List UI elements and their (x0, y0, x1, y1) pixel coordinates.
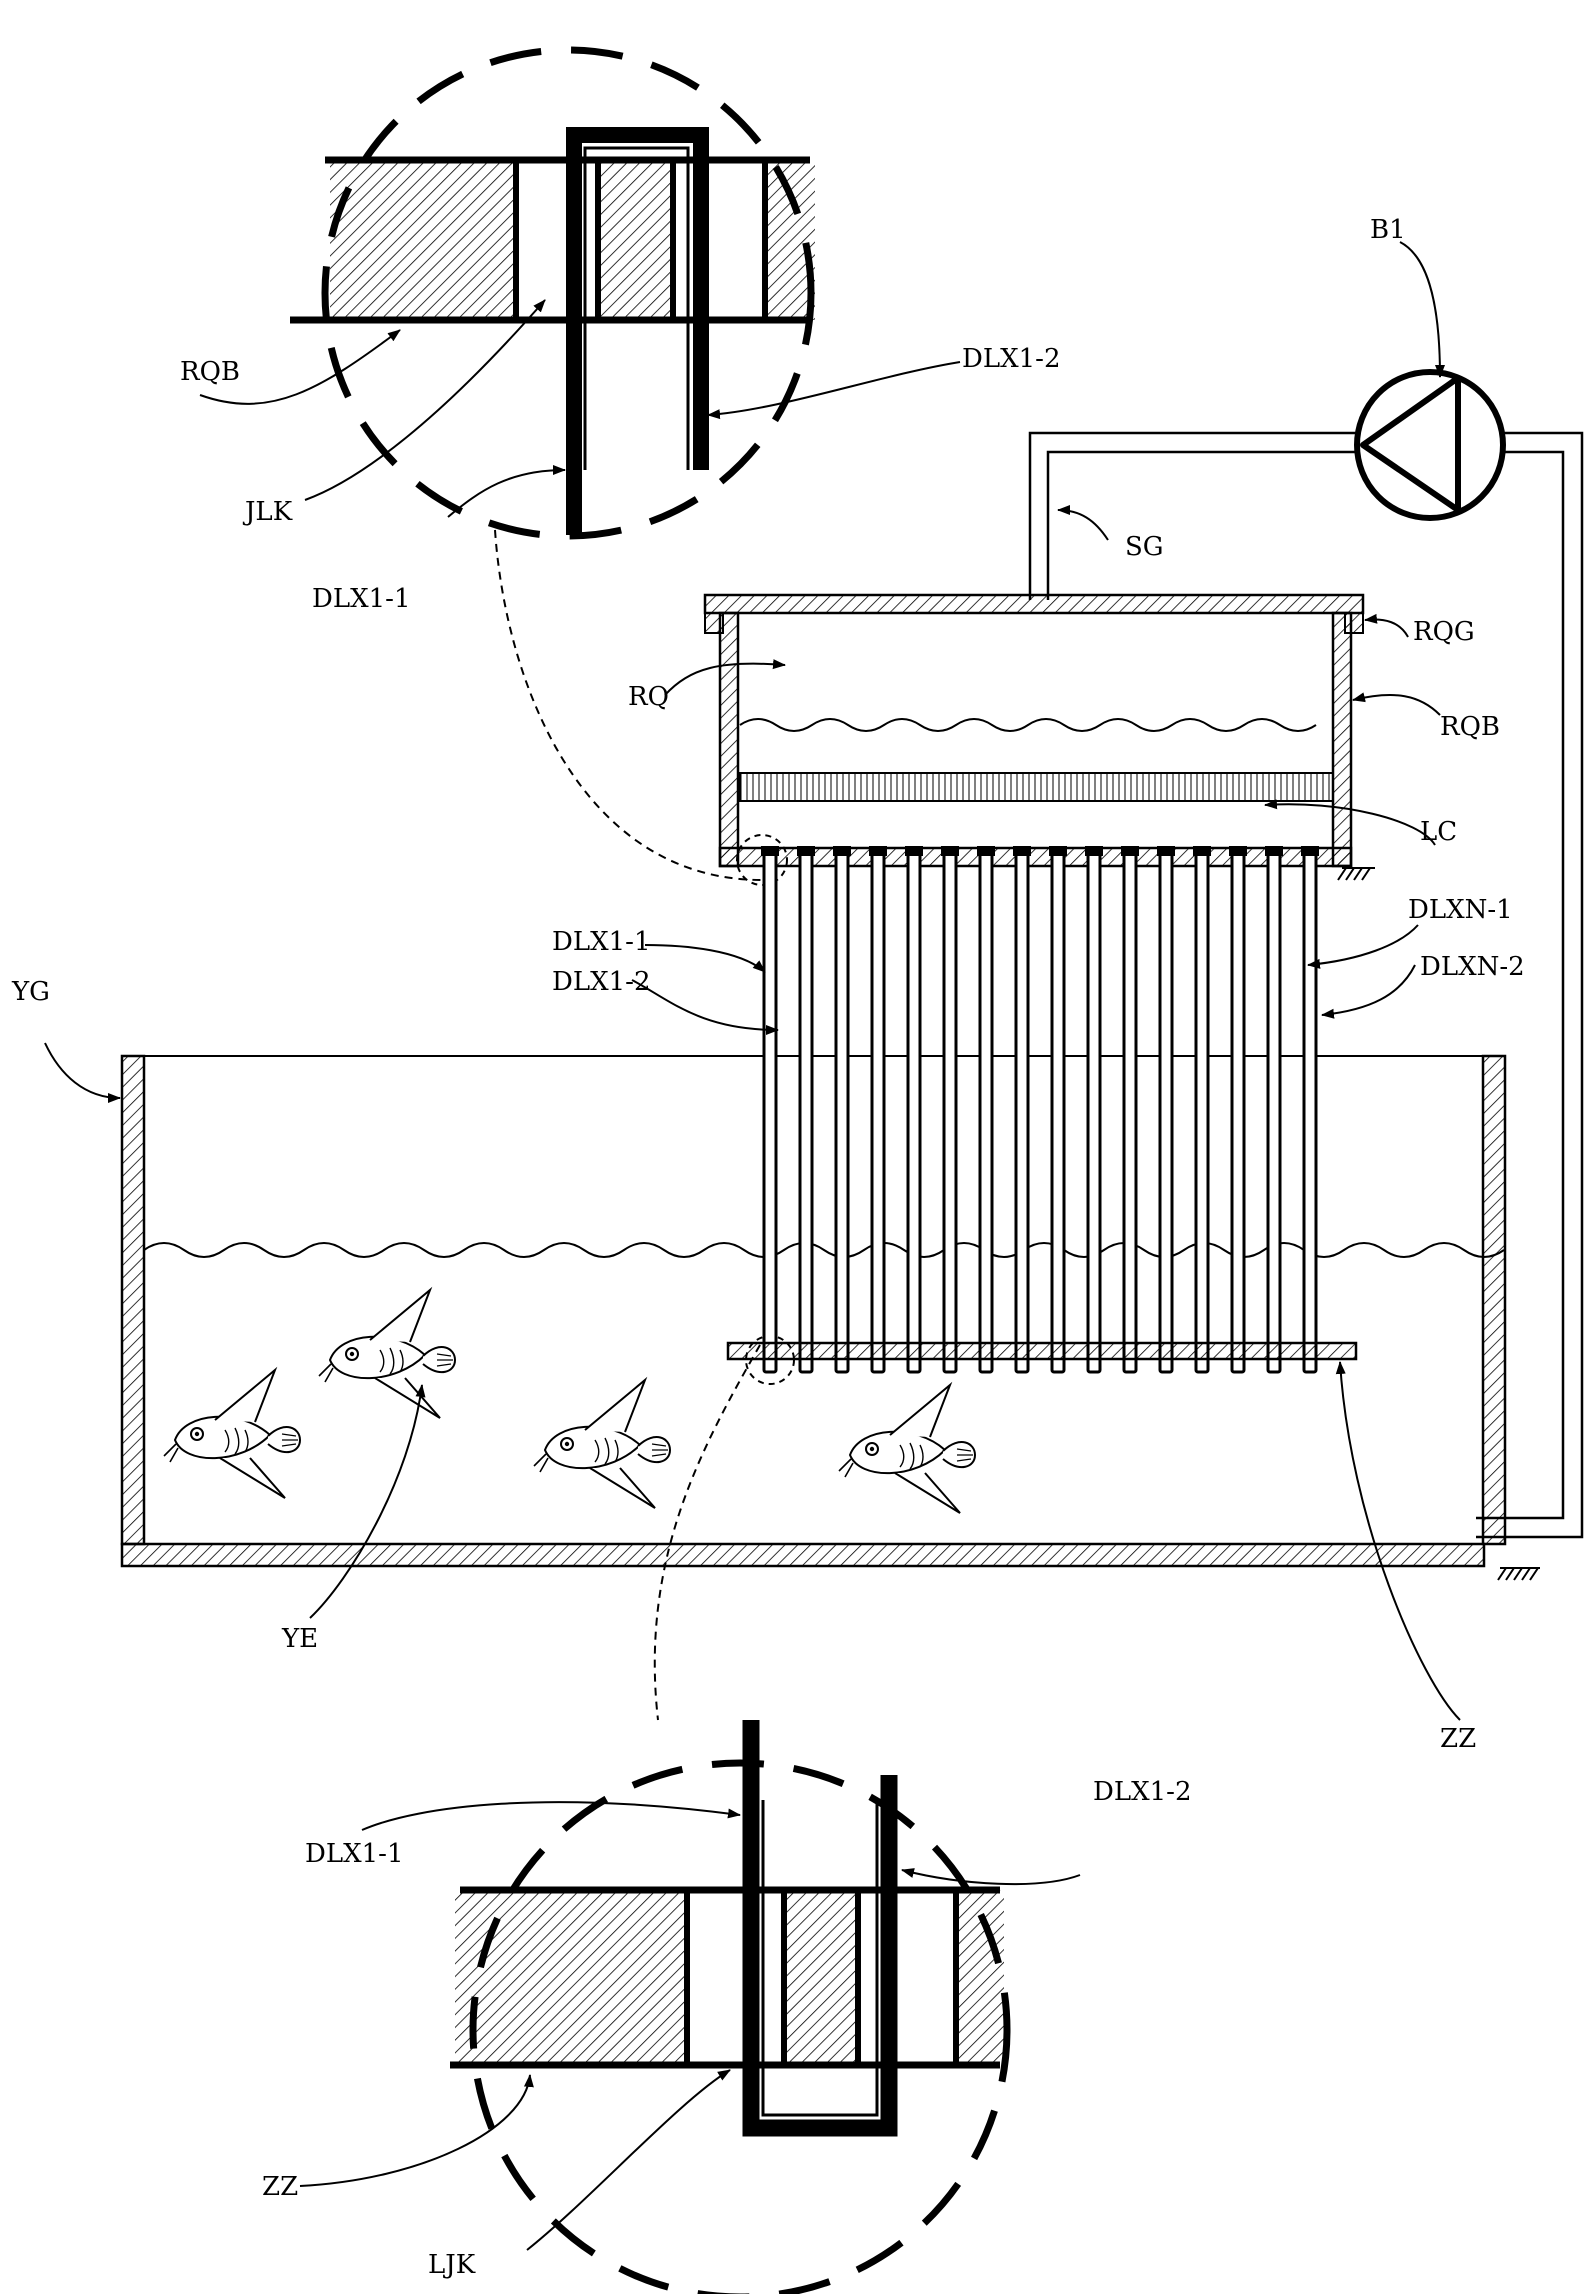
pipe-sg (1028, 431, 1584, 1539)
u-tube-top-8 (1013, 846, 1031, 856)
u-tube-top-1 (761, 846, 779, 856)
u-tube-14 (1230, 846, 1246, 1374)
label-lc: LC (1420, 817, 1457, 847)
u-tube-top-5 (905, 846, 923, 856)
fish-4 (838, 1381, 977, 1514)
u-tube-5 (906, 846, 922, 1374)
top-detail-u-tube (566, 127, 709, 535)
u-tube-top-12 (1157, 846, 1175, 856)
label-top-dlx1-2: DLX1-2 (962, 344, 1061, 374)
fish-3 (533, 1376, 672, 1509)
tank-yg (120, 1054, 1540, 1581)
u-tube-top-14 (1229, 846, 1247, 856)
top-detail-wall-left (330, 160, 516, 320)
u-tube-top-9 (1049, 846, 1067, 856)
container-wall-right (1331, 611, 1353, 868)
bottom-detail-view (450, 1720, 1011, 2294)
label-b1: B1 (1370, 215, 1406, 245)
bottom-detail-connector (653, 1344, 761, 1721)
u-tube-11 (1122, 846, 1138, 1374)
leader-arrows (44, 241, 1461, 2251)
label-dlxn-1: DLXN-1 (1408, 895, 1513, 925)
label-rq: RQ (628, 682, 669, 712)
top-detail-wall-right (765, 160, 815, 320)
bottom-detail-plate-left (455, 1890, 687, 2065)
label-dlx1-2: DLX1-2 (552, 967, 651, 997)
tank-wall-right (1481, 1054, 1507, 1546)
label-yg: YG (11, 977, 50, 1007)
label-ye: YE (281, 1624, 318, 1654)
label-top-jlk: JLK (242, 497, 293, 527)
label-bot-ljk: LJK (428, 2250, 476, 2280)
support-plate-zz (726, 1341, 1358, 1361)
labels: B1 SG RQG RQB RQ LC DLX1-1 DLX1-2 DLXN-1… (11, 215, 1525, 2280)
fish-2 (318, 1286, 457, 1419)
u-tube-1 (762, 846, 778, 1374)
u-tube-10 (1086, 846, 1102, 1374)
u-tube-top-10 (1085, 846, 1103, 856)
container-water-surface (739, 718, 1317, 732)
tank-wall-left (120, 1054, 146, 1546)
u-tube-15 (1266, 846, 1282, 1374)
u-tube-top-11 (1121, 846, 1139, 856)
u-tube-top-6 (941, 846, 959, 856)
container-wall-left (718, 611, 740, 868)
u-tube-top-13 (1193, 846, 1211, 856)
pump-b1 (1354, 369, 1506, 521)
u-tube-4 (870, 846, 886, 1374)
label-sg: SG (1125, 532, 1164, 562)
tank-floor (120, 1542, 1486, 1568)
tank-water-surface (143, 1242, 1505, 1258)
u-tube-3 (834, 846, 850, 1374)
u-tube-16 (1302, 846, 1318, 1374)
bottom-detail-u-tube (742, 1720, 898, 2137)
label-dlxn-2: DLXN-2 (1420, 952, 1525, 982)
u-tube-top-7 (977, 846, 995, 856)
ground-symbol (1497, 1567, 1540, 1581)
u-tube-top-15 (1265, 846, 1283, 856)
top-detail-connector (494, 529, 763, 881)
u-tube-13 (1194, 846, 1210, 1374)
u-tube-top-3 (833, 846, 851, 856)
u-tube-7 (978, 846, 994, 1374)
top-detail-view (290, 46, 815, 540)
label-top-dlx1-1: DLX1-1 (312, 584, 411, 614)
u-tube-2 (798, 846, 814, 1374)
container-rq (703, 593, 1375, 881)
u-tube-8 (1014, 846, 1030, 1374)
fish-group (163, 1286, 977, 1514)
u-tube-top-16 (1301, 846, 1319, 856)
u-tube-9 (1050, 846, 1066, 1374)
bottom-detail-plate-right (956, 1890, 1004, 2065)
filter-layer-lc (739, 772, 1334, 802)
label-rqg: RQG (1413, 617, 1475, 647)
container-lid-rqg (703, 593, 1365, 615)
label-rqb: RQB (1440, 712, 1500, 742)
u-tube-6 (942, 846, 958, 1374)
label-top-rqb: RQB (180, 357, 240, 387)
bottom-detail-plate-mid (784, 1890, 858, 2065)
label-bot-zz: ZZ (262, 2172, 298, 2202)
u-tube-top-4 (869, 846, 887, 856)
tube-bundle (761, 846, 1319, 1374)
label-bot-dlx1-1: DLX1-1 (305, 1839, 404, 1869)
label-bot-dlx1-2: DLX1-2 (1093, 1777, 1192, 1807)
u-tube-top-2 (797, 846, 815, 856)
fish-1 (163, 1366, 302, 1499)
top-detail-wall-mid (598, 160, 673, 320)
u-tube-12 (1158, 846, 1174, 1374)
ground-symbol (1337, 867, 1375, 881)
label-zz: ZZ (1440, 1724, 1476, 1754)
label-dlx1-1: DLX1-1 (552, 927, 651, 957)
